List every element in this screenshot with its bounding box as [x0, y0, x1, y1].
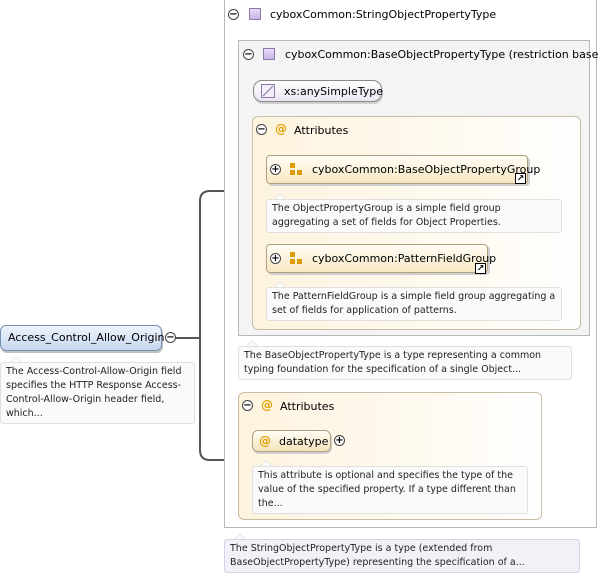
- collapse-icon[interactable]: −: [256, 124, 267, 135]
- doc-caret: [10, 356, 22, 362]
- collapse-icon[interactable]: −: [228, 9, 239, 20]
- collapse-icon[interactable]: −: [243, 49, 254, 60]
- attribute-group-node[interactable]: [266, 155, 528, 184]
- group-label: cyboxCommon:BaseObjectPropertyGroup: [312, 163, 541, 176]
- base-type-label: cyboxCommon:BaseObjectPropertyType (rest…: [285, 48, 599, 61]
- doc-caret: [260, 460, 272, 466]
- base-type-doc-text: The BaseObjectPropertyType is a type rep…: [244, 350, 542, 375]
- attribute-at-icon: @: [259, 434, 271, 448]
- base-attributes-label: Attributes: [294, 124, 349, 137]
- complex-type-icon: [249, 8, 261, 20]
- datatype-attribute-node[interactable]: [252, 430, 331, 452]
- collapse-icon[interactable]: −: [165, 332, 176, 343]
- attribute-group-node[interactable]: [266, 244, 488, 273]
- simple-type-icon: [261, 84, 275, 98]
- group-doc-text: The ObjectPropertyGroup is a simple fiel…: [272, 203, 501, 228]
- doc-caret: [234, 533, 246, 539]
- doc-caret: [246, 340, 258, 346]
- datatype-doc: This attribute is optional and specifies…: [252, 466, 528, 514]
- group-doc: The PatternFieldGroup is a simple field …: [266, 287, 562, 321]
- root-doc-text: The Access-Control-Allow-Origin field sp…: [6, 366, 182, 419]
- expand-icon[interactable]: +: [270, 253, 281, 264]
- attribute-group-icon: [290, 163, 302, 175]
- root-element-node[interactable]: [0, 325, 162, 351]
- doc-caret: [274, 193, 286, 199]
- datatype-doc-text: This attribute is optional and specifies…: [258, 470, 516, 509]
- attribute-at-icon: @: [261, 398, 273, 412]
- ext-attributes-label: Attributes: [280, 400, 335, 413]
- outer-type-doc: The StringObjectPropertyType is a type (…: [224, 539, 580, 573]
- root-element-label: Access_Control_Allow_Origin: [8, 331, 165, 344]
- expand-icon[interactable]: +: [334, 435, 345, 446]
- datatype-label: datatype: [279, 435, 329, 448]
- group-doc-text: The PatternFieldGroup is a simple field …: [272, 291, 556, 316]
- root-doc: The Access-Control-Allow-Origin field sp…: [0, 362, 195, 424]
- attribute-group-icon: [290, 252, 302, 264]
- doc-caret: [274, 281, 286, 287]
- simple-type-node[interactable]: [253, 80, 382, 102]
- expand-icon[interactable]: +: [270, 164, 281, 175]
- simple-type-label: xs:anySimpleType: [284, 85, 383, 98]
- group-label: cyboxCommon:PatternFieldGroup: [312, 252, 497, 265]
- collapse-icon[interactable]: −: [242, 400, 253, 411]
- group-doc: The ObjectPropertyGroup is a simple fiel…: [266, 199, 562, 233]
- link-arrow-icon[interactable]: ↗: [475, 263, 486, 274]
- attribute-at-icon: @: [275, 122, 287, 136]
- complex-type-icon: [263, 48, 275, 60]
- base-type-doc: The BaseObjectPropertyType is a type rep…: [238, 346, 572, 380]
- link-arrow-icon[interactable]: ↗: [515, 173, 526, 184]
- outer-type-doc-text: The StringObjectPropertyType is a type (…: [230, 543, 525, 568]
- outer-type-label: cyboxCommon:StringObjectPropertyType: [270, 8, 497, 21]
